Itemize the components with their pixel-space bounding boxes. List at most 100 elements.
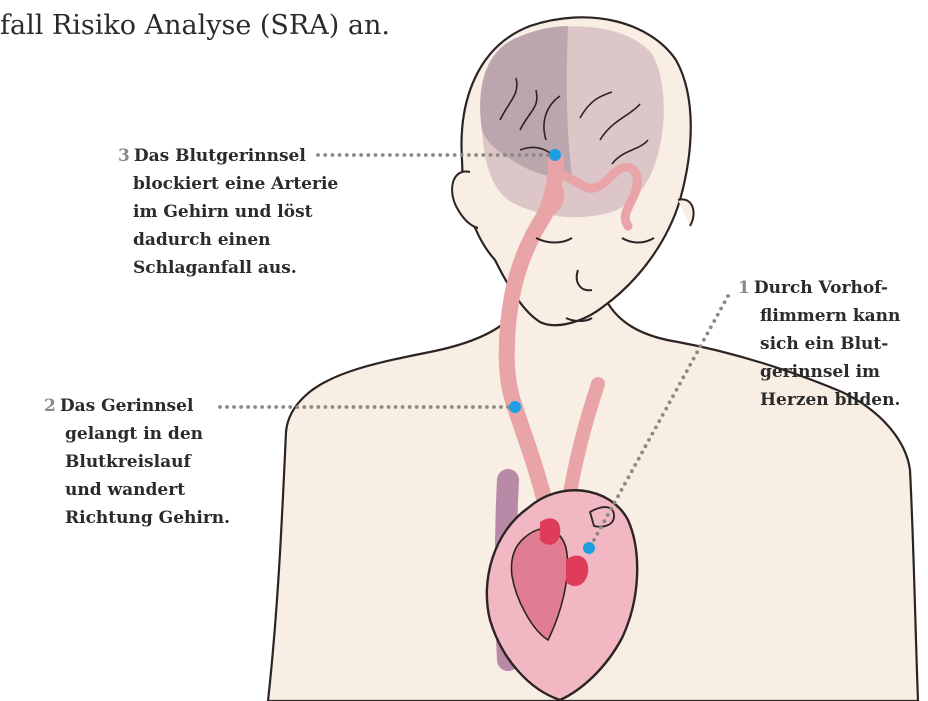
callout-2-number: 2 (44, 396, 56, 416)
leader-dot (443, 405, 447, 409)
leader-dot (366, 153, 370, 157)
leader-dot (467, 153, 471, 157)
callout-2-line-4: und wandert (44, 476, 230, 504)
leader-dot (602, 519, 606, 523)
leader-dot (446, 153, 450, 157)
leader-dot (712, 319, 716, 323)
leader-dot (664, 407, 668, 411)
leader-dot (324, 405, 328, 409)
leader-dot (661, 413, 665, 417)
callout-1-text-1: Durch Vorhof- (754, 278, 888, 298)
clot-neck-marker (509, 401, 521, 413)
leader-dot (616, 494, 620, 498)
leader-dot (415, 405, 419, 409)
callout-3-line-3: im Gehirn und löst (118, 198, 338, 226)
leader-dot (709, 325, 713, 329)
leader-dot (654, 426, 658, 430)
leader-dot (726, 294, 730, 298)
leader-dot (688, 363, 692, 367)
leader-dot (424, 153, 428, 157)
leader-dot (366, 405, 370, 409)
leader-dot (309, 405, 313, 409)
leader-dot (671, 394, 675, 398)
leader-dot (627, 476, 631, 480)
leader-dot (408, 405, 412, 409)
leader-dot (525, 153, 529, 157)
leader-dot (359, 153, 363, 157)
leader-dot (438, 153, 442, 157)
leader-dot (401, 405, 405, 409)
leader-dot (499, 405, 503, 409)
leader-dot (410, 153, 414, 157)
leader-dot (457, 405, 461, 409)
leader-dot (716, 313, 720, 317)
leader-dot (352, 405, 356, 409)
leader-dot (592, 538, 596, 542)
leader-dot (678, 382, 682, 386)
callout-3-line-1: 3Das Blutgerinnsel (118, 142, 338, 170)
leader-dot (613, 501, 617, 505)
leader-dot (692, 357, 696, 361)
leader-dot (489, 153, 493, 157)
callout-2-line-5: Richtung Gehirn. (44, 504, 230, 532)
leader-dot (606, 513, 610, 517)
leader-dot (338, 405, 342, 409)
leader-dot (695, 350, 699, 354)
callout-1-line-4: gerinnsel im (738, 358, 900, 386)
leader-dot (429, 405, 433, 409)
leader-dot (637, 457, 641, 461)
leader-dot (374, 153, 378, 157)
leader-dot (373, 405, 377, 409)
leader-dot (380, 405, 384, 409)
leader-dot (478, 405, 482, 409)
leader-dot (657, 419, 661, 423)
leader-dot (302, 405, 306, 409)
leader-dot (633, 463, 637, 467)
leader-dot (394, 405, 398, 409)
leader-dot (246, 405, 250, 409)
callout-3-line-2: blockiert eine Arterie (118, 170, 338, 198)
leader-dot (388, 153, 392, 157)
leader-dot (517, 153, 521, 157)
leader-dot (395, 153, 399, 157)
leader-dot (460, 153, 464, 157)
leader-dot (464, 405, 468, 409)
leader-dot (253, 405, 257, 409)
leader-dot (539, 153, 543, 157)
leader-dot (630, 469, 634, 473)
callout-2-line-3: Blutkreislauf (44, 448, 230, 476)
leader-dot (675, 388, 679, 392)
leader-dot (620, 488, 624, 492)
callout-1-line-2: flimmern kann (738, 302, 900, 330)
leader-dot (474, 153, 478, 157)
leader-dot (609, 507, 613, 511)
leader-dot (651, 432, 655, 436)
leader-dot (381, 153, 385, 157)
leader-dot (450, 405, 454, 409)
leader-dot (706, 332, 710, 336)
clot-brain-marker (549, 149, 561, 161)
leader-dot (496, 153, 500, 157)
leader-dot (485, 405, 489, 409)
leader-dot (685, 369, 689, 373)
leader-dot (352, 153, 356, 157)
leader-dot (481, 153, 485, 157)
leader-dot (532, 153, 536, 157)
leader-dot (623, 482, 627, 486)
leader-dot (471, 405, 475, 409)
callout-3-line-4: dadurch einen (118, 226, 338, 254)
callout-3-line-5: Schlaganfall aus. (118, 254, 338, 282)
leader-dot (295, 405, 299, 409)
callout-3-text-1: Das Blutgerinnsel (134, 146, 306, 166)
leader-dot (387, 405, 391, 409)
leader-dot (239, 405, 243, 409)
leader-dot (647, 438, 651, 442)
clot-heart-marker (583, 542, 595, 554)
leader-dot (503, 153, 507, 157)
leader-dot (422, 405, 426, 409)
leader-dot (281, 405, 285, 409)
leader-dot (719, 307, 723, 311)
right-ear (678, 199, 694, 226)
